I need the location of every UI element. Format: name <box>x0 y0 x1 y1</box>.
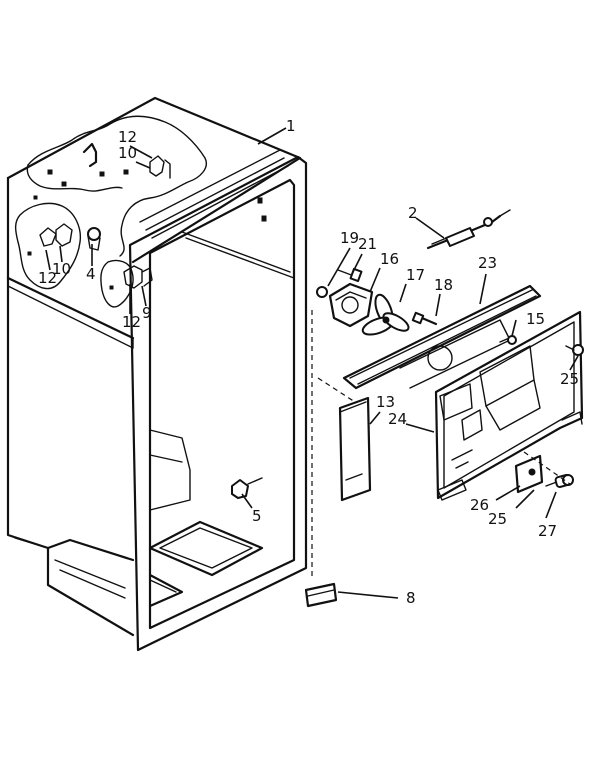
callout-15: 15 <box>526 310 545 328</box>
callout-10-top: 10 <box>118 144 137 162</box>
callout-23: 23 <box>478 254 497 272</box>
callout-4: 4 <box>86 265 96 283</box>
fan-motor-assembly <box>316 267 438 336</box>
callout-13: 13 <box>376 393 395 411</box>
callout-10-left: 10 <box>52 260 71 278</box>
callout-17: 17 <box>406 266 425 284</box>
callout-12-top: 12 <box>118 128 137 146</box>
duct-part-13 <box>338 396 372 502</box>
trim-part-8 <box>304 582 338 608</box>
callout-25-right: 25 <box>560 370 579 388</box>
callout-12-left: 12 <box>38 269 57 287</box>
callout-5: 5 <box>252 507 262 525</box>
callout-19: 19 <box>340 229 359 247</box>
insulation-patches <box>14 115 207 308</box>
callout-16: 16 <box>380 250 399 268</box>
callout-2: 2 <box>408 204 418 222</box>
callout-8: 8 <box>406 589 416 607</box>
callout-1: 1 <box>286 117 296 135</box>
top-hardware <box>27 142 267 499</box>
rear-panel-24 <box>434 310 584 501</box>
callout-labels: 1 2 4 5 8 9 10 10 12 12 12 13 15 16 17 1… <box>38 117 579 607</box>
leader-lines <box>45 127 579 599</box>
callout-24: 24 <box>388 410 407 428</box>
callout-9: 9 <box>142 304 152 322</box>
callout-27: 27 <box>538 522 557 540</box>
bracket-26-bolt-27 <box>514 451 574 494</box>
callout-25-bottom: 25 <box>488 510 507 528</box>
callout-12-mid: 12 <box>122 313 141 331</box>
callout-18: 18 <box>434 276 453 294</box>
cabinet-liner <box>6 96 308 652</box>
evaporator-cover-23 <box>342 284 542 390</box>
callout-26: 26 <box>470 496 489 514</box>
harness-part-2 <box>426 209 511 250</box>
callout-21: 21 <box>358 235 377 253</box>
